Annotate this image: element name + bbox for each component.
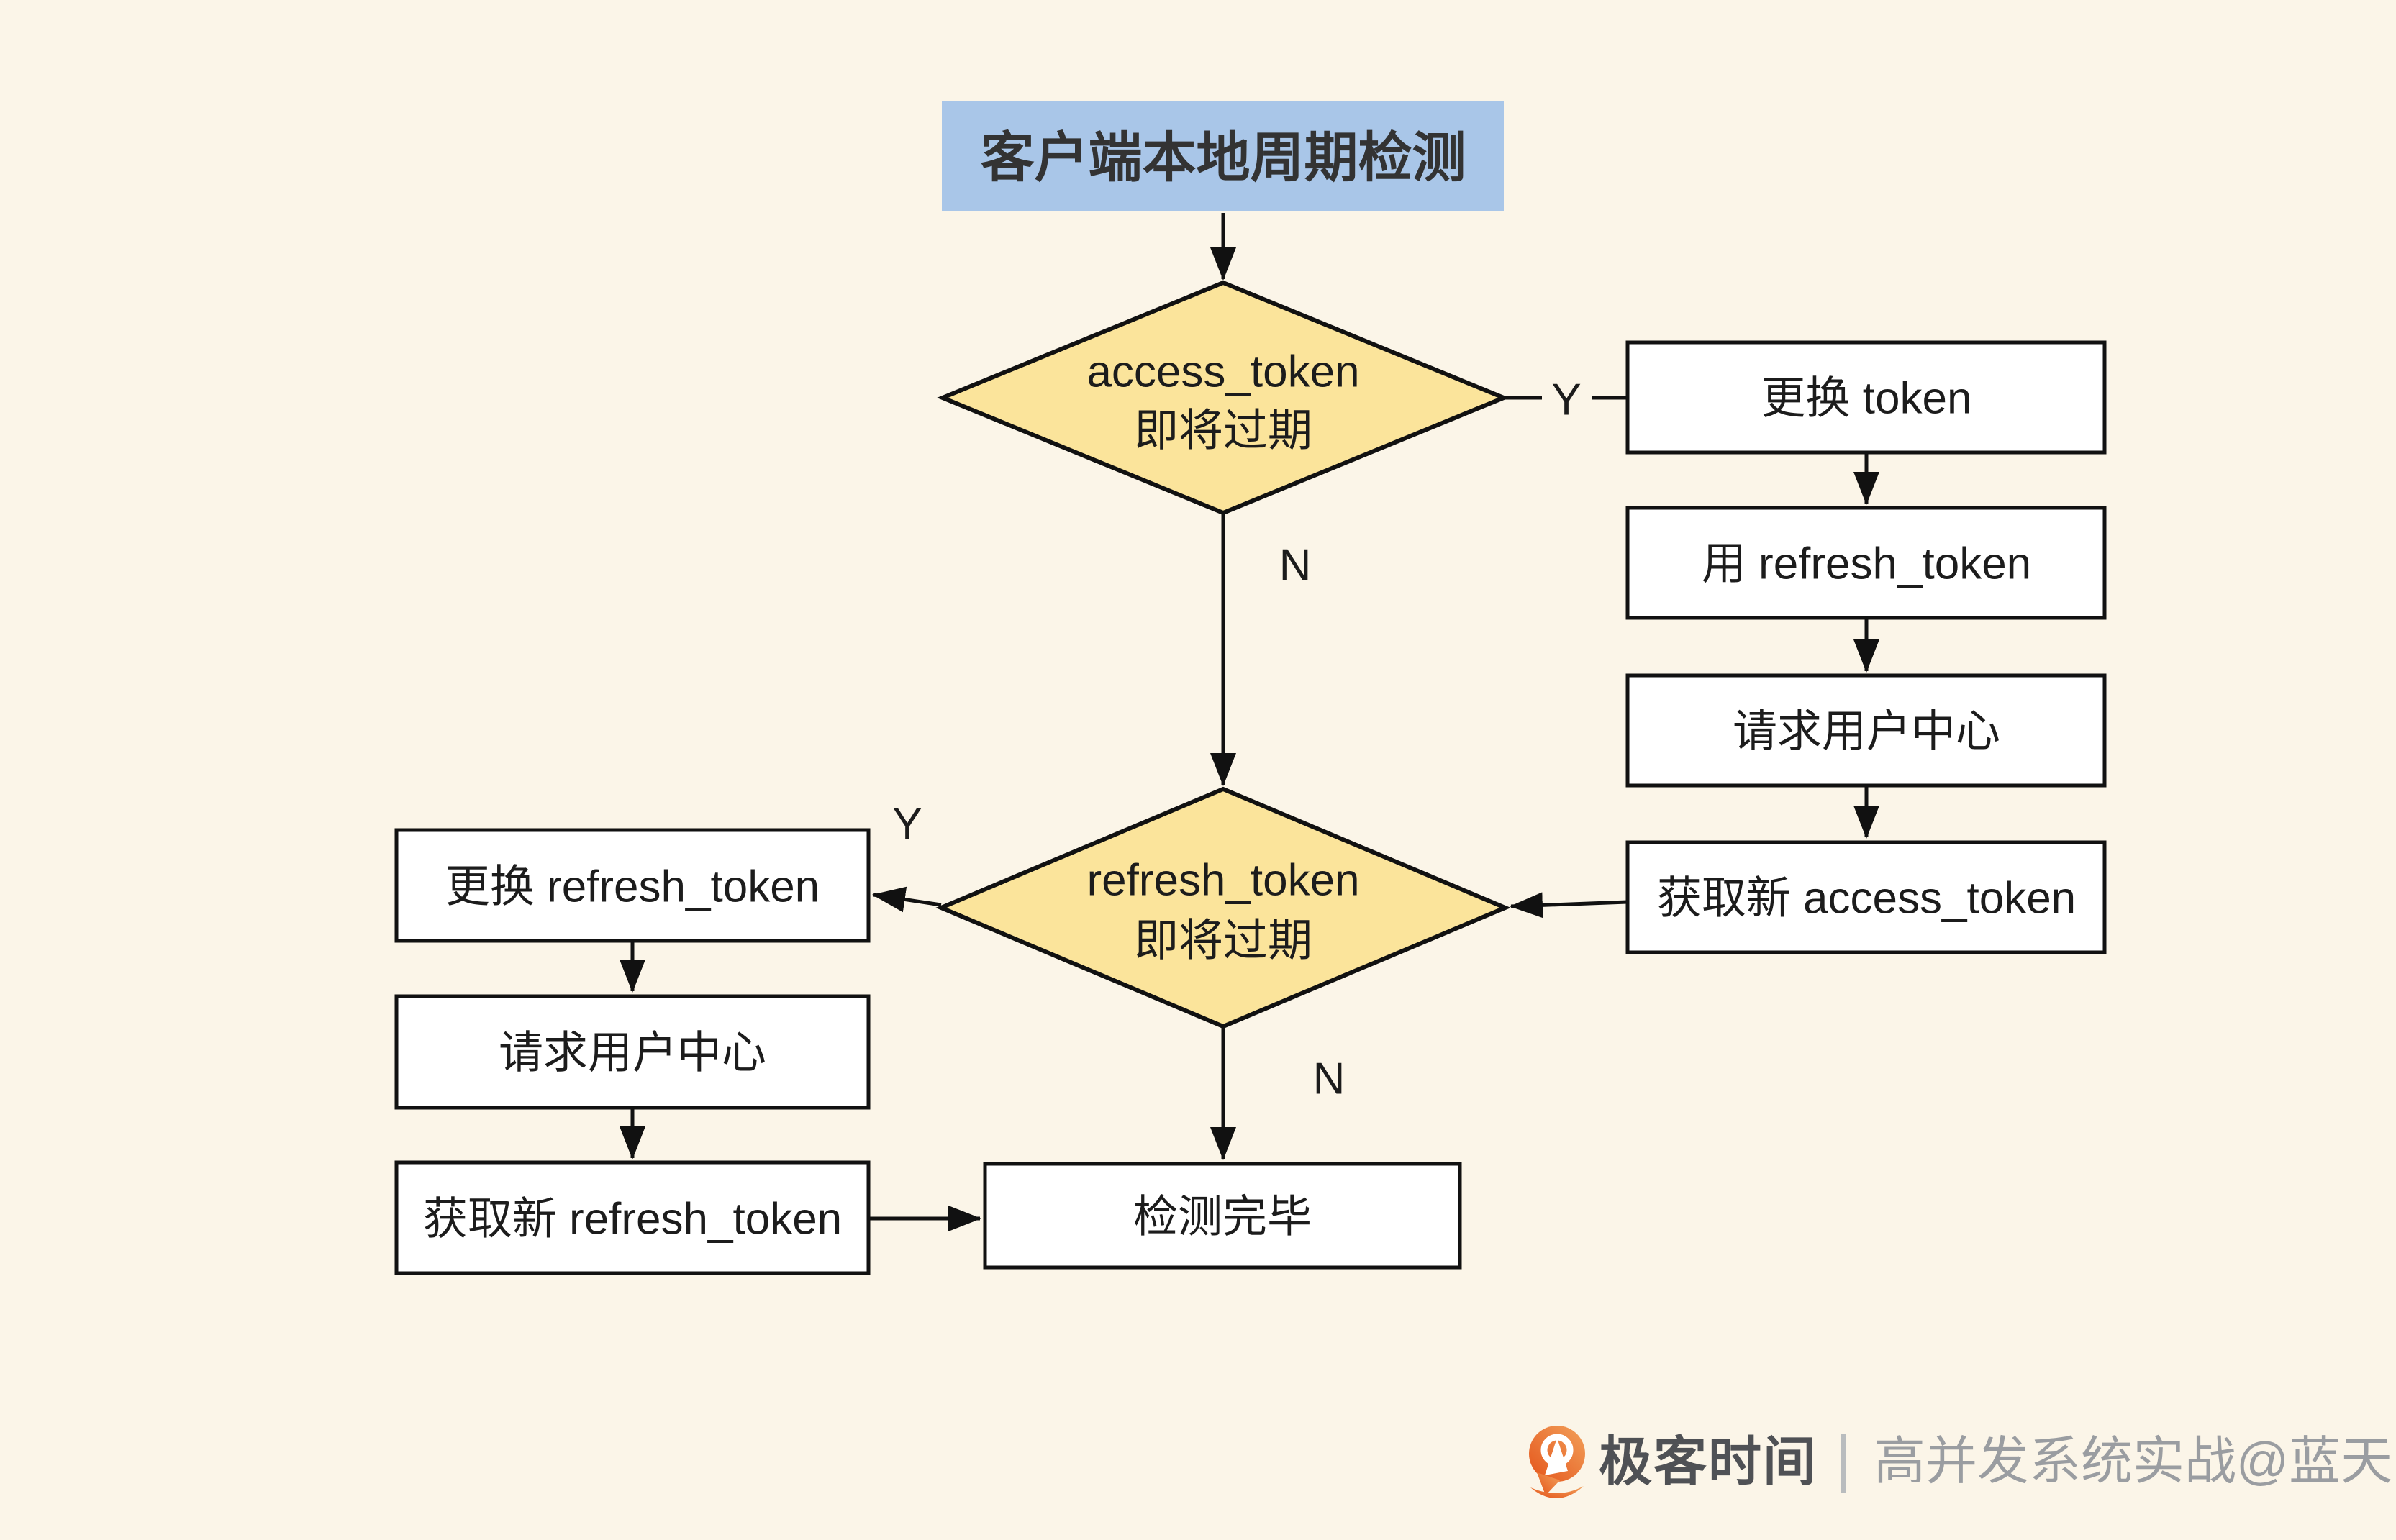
process-replace-refresh-token: 更换 refresh_token bbox=[394, 828, 871, 943]
decision-refresh-token-expiring: refresh_token 即将过期 bbox=[935, 786, 1511, 1029]
start-node: 客户端本地周期检测 bbox=[942, 101, 1504, 211]
process-use-refresh-token-label: 用 refresh_token bbox=[1702, 539, 2031, 589]
process-get-new-refresh-token-label: 获取新 refresh_token bbox=[423, 1195, 842, 1244]
label-decision2-yes: Y bbox=[892, 800, 922, 849]
arrow-get-access-to-decision2 bbox=[1510, 892, 1628, 919]
decision1-line2: 即将过期 bbox=[1134, 406, 1312, 456]
footer-divider bbox=[1841, 1434, 1846, 1493]
decision-access-token-expiring: access_token 即将过期 bbox=[937, 280, 1510, 516]
process-get-new-access-token: 获取新 access_token bbox=[1625, 840, 2107, 954]
process-request-user-center-right: 请求用户中心 bbox=[1625, 673, 2107, 788]
start-node-label: 客户端本地周期检测 bbox=[980, 127, 1466, 188]
process-get-new-refresh-token: 获取新 refresh_token bbox=[394, 1160, 871, 1275]
label-decision2-no: N bbox=[1313, 1054, 1346, 1104]
connectors bbox=[620, 213, 1879, 1231]
process-replace-token-label: 更换 token bbox=[1761, 374, 1972, 424]
geek-time-logo-icon bbox=[1529, 1426, 1585, 1499]
end-node-label: 检测完毕 bbox=[1133, 1193, 1312, 1242]
footer-watermark: 极客时间 高并发系统实战@蓝天 bbox=[1529, 1426, 2392, 1499]
process-replace-token: 更换 token bbox=[1625, 340, 2107, 455]
process-replace-refresh-token-label: 更换 refresh_token bbox=[445, 862, 820, 912]
brand-name: 极客时间 bbox=[1599, 1432, 1818, 1492]
process-use-refresh-token: 用 refresh_token bbox=[1625, 506, 2107, 620]
decision2-line2: 即将过期 bbox=[1134, 916, 1312, 966]
process-get-new-access-token-label: 获取新 access_token bbox=[1657, 874, 2076, 924]
process-request-user-center-left: 请求用户中心 bbox=[394, 994, 871, 1110]
label-decision1-yes: Y bbox=[1551, 375, 1581, 425]
process-request-user-center-right-label: 请求用户中心 bbox=[1733, 707, 2000, 757]
course-credit: 高并发系统实战@蓝天 bbox=[1874, 1433, 2392, 1490]
decision2-line1: refresh_token bbox=[1086, 856, 1359, 906]
process-request-user-center-left-label: 请求用户中心 bbox=[499, 1029, 766, 1078]
arrow-decision2-yes-to-replace-refresh bbox=[872, 886, 942, 913]
label-decision1-no: N bbox=[1279, 541, 1312, 591]
end-node: 检测完毕 bbox=[983, 1162, 1462, 1270]
decision1-line1: access_token bbox=[1086, 347, 1359, 397]
